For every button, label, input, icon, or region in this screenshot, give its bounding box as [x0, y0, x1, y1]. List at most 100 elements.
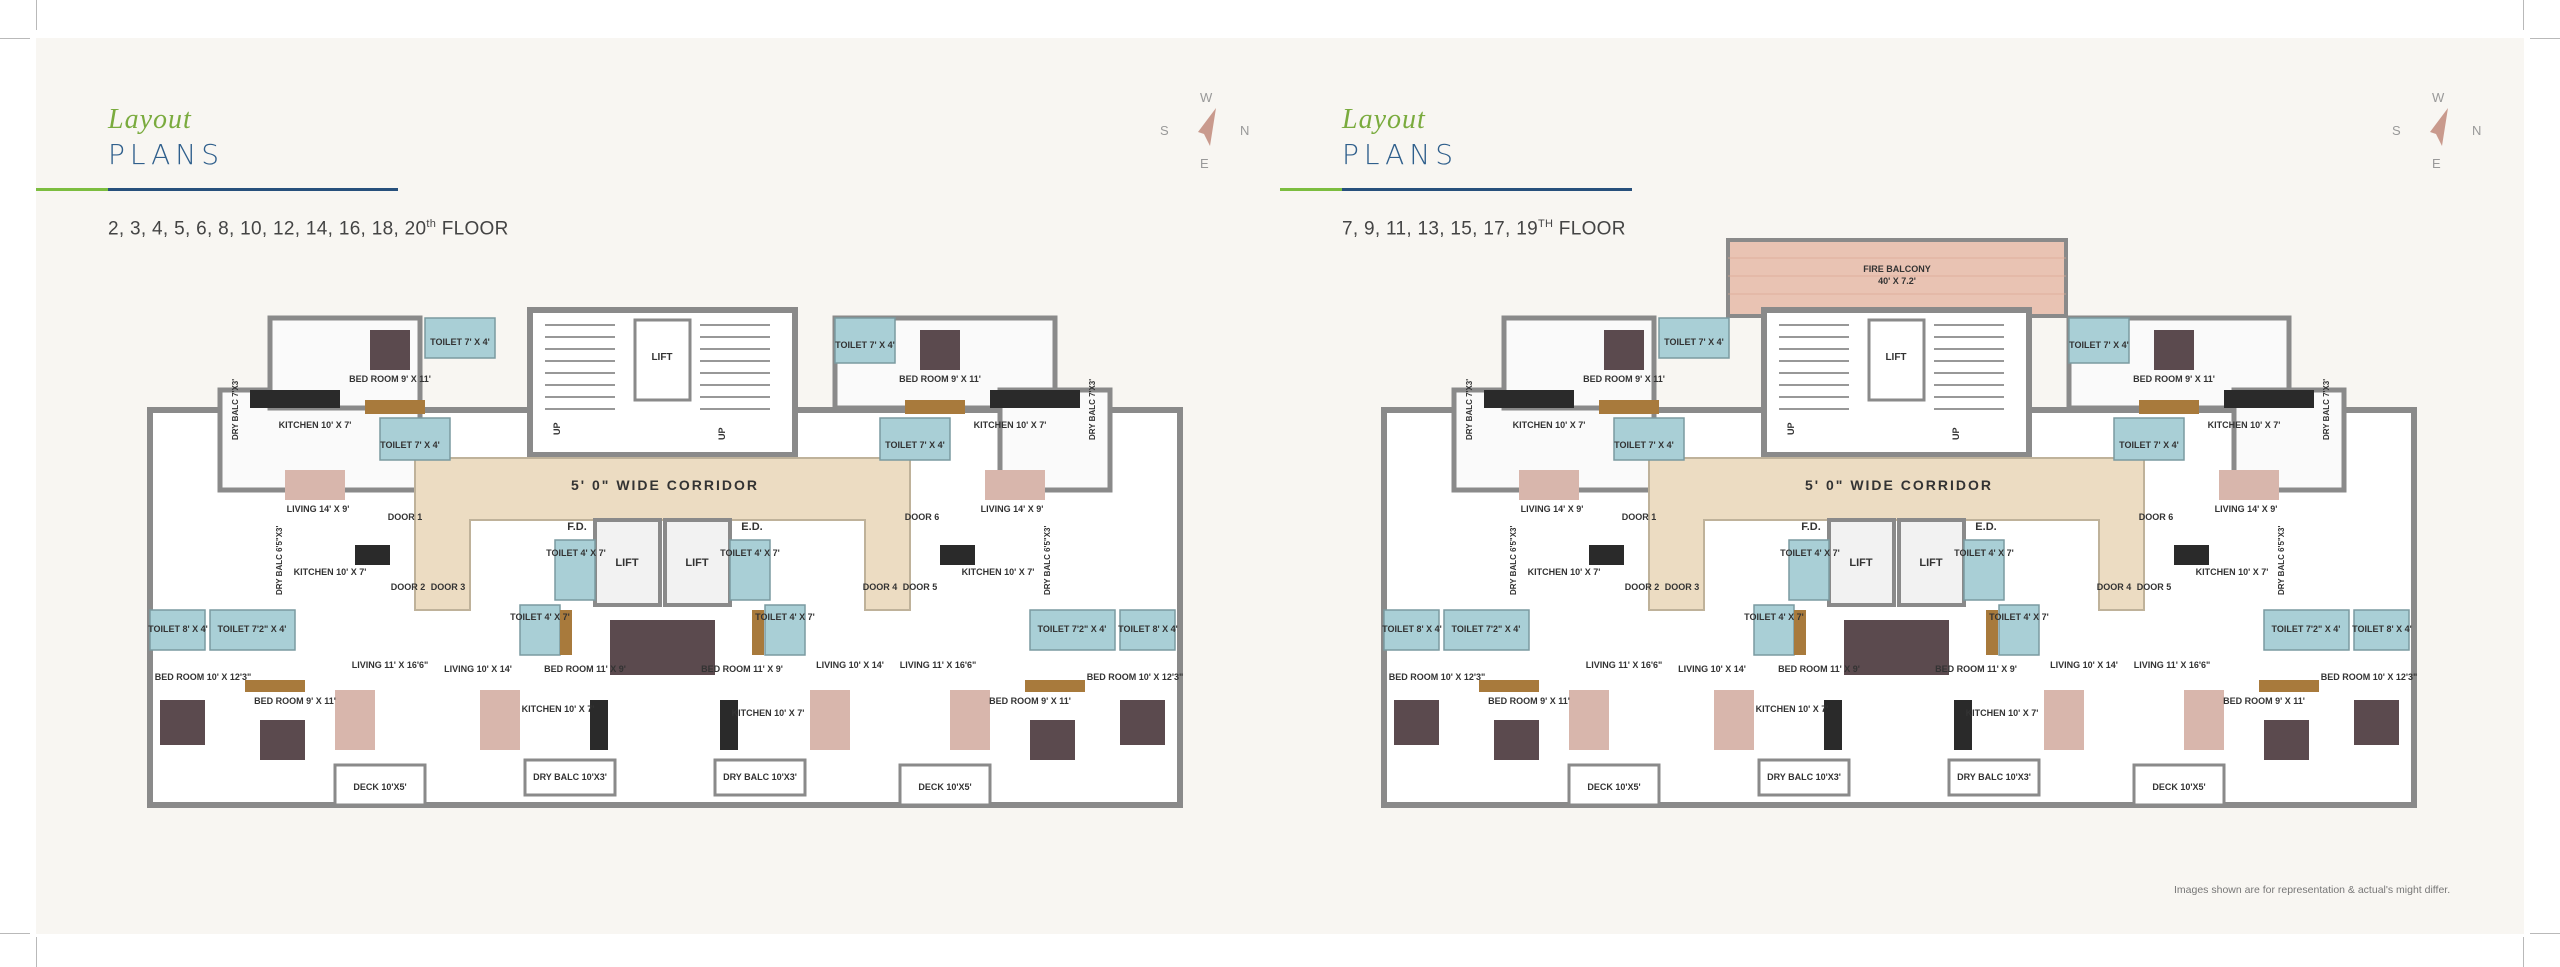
label-dry-balc-mid-left: DRY BALC 6'5"X3': [1509, 526, 1518, 595]
label-toilet-mid-left: TOILET 7' X 4': [380, 440, 440, 450]
label-dry-balc-top-left: DRY BALC 7'X3': [231, 379, 240, 440]
label-toilet-outer-left: TOILET 8' X 4': [148, 624, 208, 634]
label-door-2: DOOR 2: [1625, 582, 1660, 592]
label-kitchen-mid-left: KITCHEN 10' X 7': [1528, 567, 1601, 577]
right-title-rule-green: [1280, 188, 1342, 191]
label-bed-top-right: BED ROOM 9' X 11': [899, 374, 981, 384]
label-living-lower-left: LIVING 11' X 16'6": [1586, 660, 1663, 670]
corridor-label: 5' 0" WIDE CORRIDOR: [1805, 477, 1993, 493]
label-door-4: DOOR 4: [2097, 582, 2132, 592]
crop-mark-top-left-v: [36, 0, 37, 30]
label-door-2: DOOR 2: [391, 582, 426, 592]
right-floor-plan: FIRE BALCONY 40' X 7.2' LIFT UP UP 5' 0"…: [1381, 238, 2418, 808]
label-door-1: DOOR 1: [1622, 512, 1657, 522]
label-toilet-center-left: TOILET 4' X 7': [546, 548, 606, 558]
crop-mark-top-right-v: [2523, 0, 2524, 30]
label-kitchen-center-left: KITCHEN 10' X 7': [522, 704, 595, 714]
label-door-5: DOOR 5: [2137, 582, 2172, 592]
label-living-top-right: LIVING 14' X 9': [2215, 504, 2278, 514]
label-bed-center-right: BED ROOM 11' X 9': [1935, 664, 2017, 674]
label-toilet-top-left: TOILET 7' X 4': [430, 337, 490, 347]
left-page: Layout PLANS 2, 3, 4, 5, 6, 8, 10, 12, 1…: [36, 90, 1250, 808]
compass-e-label: E: [2432, 156, 2441, 171]
label-deck-right: DECK 10'X5': [918, 782, 971, 792]
label-toilet-center-right: TOILET 4' X 7': [1954, 548, 2014, 558]
label-bed-outer-right: BED ROOM 10' X 12'3": [2321, 672, 2418, 682]
label-living-top-left: LIVING 14' X 9': [287, 504, 350, 514]
label-bed-lower-left: BED ROOM 9' X 11': [254, 696, 336, 706]
left-title-italic: Layout: [108, 104, 192, 135]
label-kitchen-center-right: KITCHEN 10' X 7': [732, 708, 805, 718]
right-title-rule-blue: [1342, 188, 1632, 191]
lift-label-center-1: LIFT: [615, 557, 638, 569]
label-kitchen-center-right: KITCHEN 10' X 7': [1966, 708, 2039, 718]
label-dry-balc-center-right: DRY BALC 10'X3': [1957, 772, 2031, 782]
label-living-lower-left: LIVING 11' X 16'6": [352, 660, 429, 670]
label-deck-left: DECK 10'X5': [353, 782, 406, 792]
label-door-3: DOOR 3: [431, 582, 466, 592]
compass-w-label: W: [1200, 90, 1213, 105]
label-door-3: DOOR 3: [1665, 582, 1700, 592]
stair-up-label-1: UP: [1786, 422, 1796, 435]
label-kitchen-top-right: KITCHEN 10' X 7': [2208, 420, 2281, 430]
left-title-rule-green: [36, 188, 108, 191]
label-living-center-left: LIVING 10' X 14': [444, 664, 512, 674]
disclaimer-text: Images shown are for representation & ac…: [2174, 884, 2451, 896]
label-dry-balc-top-right: DRY BALC 7'X3': [2322, 379, 2331, 440]
lift-label-center-2: LIFT: [1919, 557, 1942, 569]
label-kitchen-top-left: KITCHEN 10' X 7': [279, 420, 352, 430]
label-kitchen-top-left: KITCHEN 10' X 7': [1513, 420, 1586, 430]
plan-group: LIFT UP UP 5' 0" WIDE CORRIDOR LIFT LIFT…: [1381, 307, 2418, 808]
label-toilet-center-right: TOILET 4' X 7': [720, 548, 780, 558]
label-kitchen-mid-right: KITCHEN 10' X 7': [2196, 567, 2269, 577]
label-bed-center-right: BED ROOM 11' X 9': [701, 664, 783, 674]
label-dry-balc-mid-right: DRY BALC 6'5"X3': [1043, 526, 1052, 595]
label-toilet-top-right: TOILET 7' X 4': [2069, 340, 2129, 350]
label-deck-left: DECK 10'X5': [1587, 782, 1640, 792]
label-toilet-inner-right: TOILET 7'2" X 4': [2272, 624, 2341, 634]
ed-label: E.D.: [1975, 521, 1996, 533]
label-living-lower-right: LIVING 11' X 16'6": [900, 660, 977, 670]
label-dry-balc-top-left: DRY BALC 7'X3': [1465, 379, 1474, 440]
label-door-1: DOOR 1: [388, 512, 423, 522]
compass-arrow-icon: [2430, 108, 2448, 146]
label-living-top-left: LIVING 14' X 9': [1521, 504, 1584, 514]
right-compass: W S N E: [2392, 90, 2482, 171]
label-bed-top-left: BED ROOM 9' X 11': [1583, 374, 1665, 384]
label-toilet-center-left: TOILET 4' X 7': [1780, 548, 1840, 558]
label-bed-lower-right: BED ROOM 9' X 11': [989, 696, 1071, 706]
label-toilet-lower-right: TOILET 4' X 7': [755, 612, 815, 622]
label-kitchen-top-right: KITCHEN 10' X 7': [974, 420, 1047, 430]
label-toilet-inner-right: TOILET 7'2" X 4': [1038, 624, 1107, 634]
label-living-center-right: LIVING 10' X 14': [816, 660, 884, 670]
fd-label: F.D.: [567, 521, 587, 533]
label-dry-balc-center-left: DRY BALC 10'X3': [1767, 772, 1841, 782]
compass-arrow-icon: [1198, 108, 1216, 146]
lift-label-top: LIFT: [1885, 352, 1906, 363]
crop-mark-bottom-right-h: [2530, 933, 2560, 934]
right-title-caps: PLANS: [1342, 138, 1458, 171]
label-dry-balc-center-left: DRY BALC 10'X3': [533, 772, 607, 782]
label-toilet-outer-right: TOILET 8' X 4': [1118, 624, 1178, 634]
label-bed-lower-right: BED ROOM 9' X 11': [2223, 696, 2305, 706]
stair-up-label-2: UP: [717, 427, 727, 440]
label-bed-outer-left: BED ROOM 10' X 12'3": [155, 672, 252, 682]
label-bed-outer-right: BED ROOM 10' X 12'3": [1087, 672, 1184, 682]
label-living-top-right: LIVING 14' X 9': [981, 504, 1044, 514]
compass-s-label: S: [1160, 123, 1169, 138]
label-toilet-lower-right: TOILET 4' X 7': [1989, 612, 2049, 622]
left-floor-label: 2, 3, 4, 5, 6, 8, 10, 12, 14, 16, 18, 20…: [108, 218, 509, 240]
label-bed-top-right: BED ROOM 9' X 11': [2133, 374, 2215, 384]
left-floor-plan: LIFT UP UP 5' 0" WIDE CORRIDOR LIFT LIFT…: [147, 307, 1184, 808]
right-floor-label: 7, 9, 11, 13, 15, 17, 19TH FLOOR: [1342, 218, 1626, 240]
label-toilet-lower-left: TOILET 4' X 7': [1744, 612, 1804, 622]
label-bed-outer-left: BED ROOM 10' X 12'3": [1389, 672, 1486, 682]
left-compass: W S N E: [1160, 90, 1250, 171]
left-title-rule-blue: [108, 188, 398, 191]
label-dry-balc-center-right: DRY BALC 10'X3': [723, 772, 797, 782]
label-living-lower-right: LIVING 11' X 16'6": [2134, 660, 2211, 670]
corridor-label: 5' 0" WIDE CORRIDOR: [571, 477, 759, 493]
label-living-center-right: LIVING 10' X 14': [2050, 660, 2118, 670]
label-toilet-lower-left: TOILET 4' X 7': [510, 612, 570, 622]
label-deck-right: DECK 10'X5': [2152, 782, 2205, 792]
